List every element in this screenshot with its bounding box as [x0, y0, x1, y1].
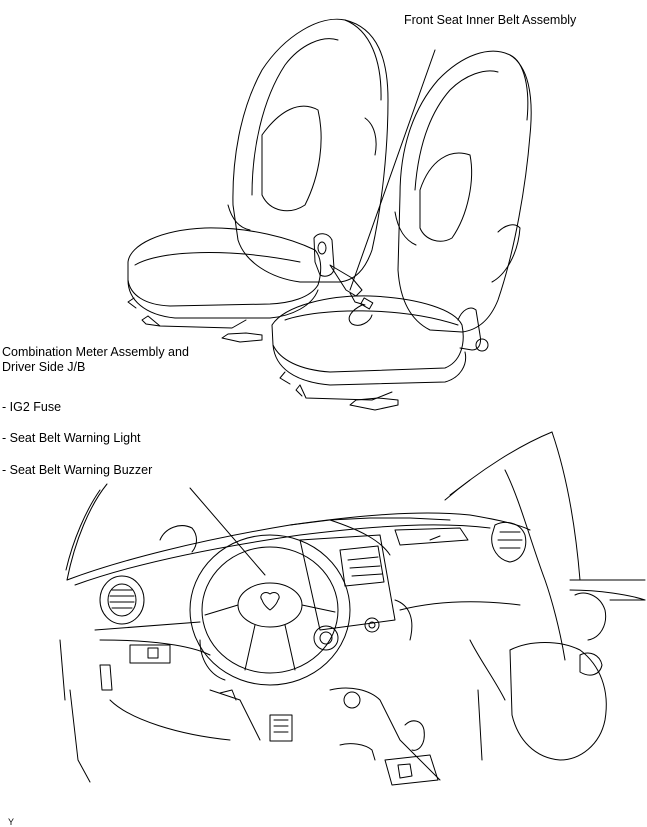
label-seat-belt-warning-buzzer: - Seat Belt Warning Buzzer [2, 463, 153, 477]
label-ig2-fuse: - IG2 Fuse [2, 400, 62, 414]
label-front-seat-inner-belt-assembly: Front Seat Inner Belt Assembly [404, 13, 577, 27]
figure-code: Y [8, 817, 15, 827]
leader-line-meter [190, 488, 265, 575]
label-seat-belt-warning-light: - Seat Belt Warning Light [2, 431, 141, 445]
label-combination-meter-assembly: Combination Meter Assembly and Driver Si… [2, 345, 189, 375]
left-seat [128, 19, 388, 342]
right-seat [272, 51, 531, 410]
inner-belt-buckle [314, 234, 373, 326]
label-combination-meter-line1: Combination Meter Assembly and [2, 345, 189, 359]
leader-line-inner-belt [350, 50, 435, 290]
dashboard [60, 432, 645, 785]
label-combination-meter-line2: Driver Side J/B [2, 360, 86, 374]
